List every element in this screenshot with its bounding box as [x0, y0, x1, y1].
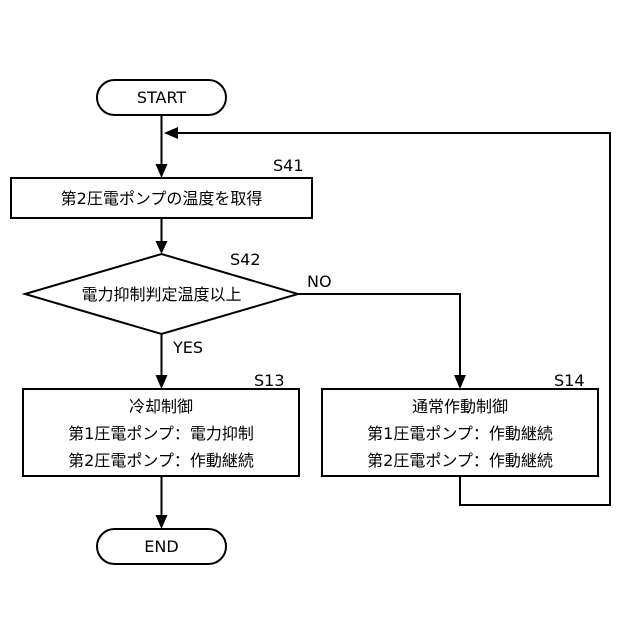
arrowhead-s14: [454, 375, 466, 389]
branch-no-label: NO: [307, 272, 332, 291]
step-label-s41: S41: [273, 156, 304, 175]
arrowhead-s42: [156, 241, 168, 254]
process-s41-text: 第2圧電ポンプの温度を取得: [61, 189, 263, 208]
step-label-s14: S14: [554, 371, 585, 390]
process-s14-line-1: 通常作動制御: [412, 397, 508, 416]
start-terminal: START: [97, 80, 226, 115]
step-label-s13: S13: [254, 371, 285, 390]
process-s13-line-3: 第2圧電ポンプ：作動継続: [68, 451, 254, 470]
process-s14-line-2: 第1圧電ポンプ：作動継続: [367, 424, 553, 443]
start-label: START: [137, 88, 187, 107]
process-s13-line-2: 第1圧電ポンプ：電力抑制: [68, 424, 254, 443]
process-s13-line-1: 冷却制御: [129, 397, 193, 416]
connector-s42-no-to-s14: [298, 294, 460, 375]
step-label-s42: S42: [230, 250, 261, 269]
end-label: END: [144, 537, 178, 556]
branch-yes-label: YES: [172, 338, 203, 357]
decision-s42-text: 電力抑制判定温度以上: [81, 285, 241, 304]
arrowhead-s13: [156, 375, 168, 389]
process-s14-line-3: 第2圧電ポンプ：作動継続: [367, 451, 553, 470]
decision-s42: S42 電力抑制判定温度以上: [25, 250, 298, 334]
arrowhead-end: [156, 515, 168, 529]
arrowhead-s41: [156, 164, 168, 178]
arrowhead-loop-back: [164, 127, 178, 139]
end-terminal: END: [97, 529, 226, 564]
